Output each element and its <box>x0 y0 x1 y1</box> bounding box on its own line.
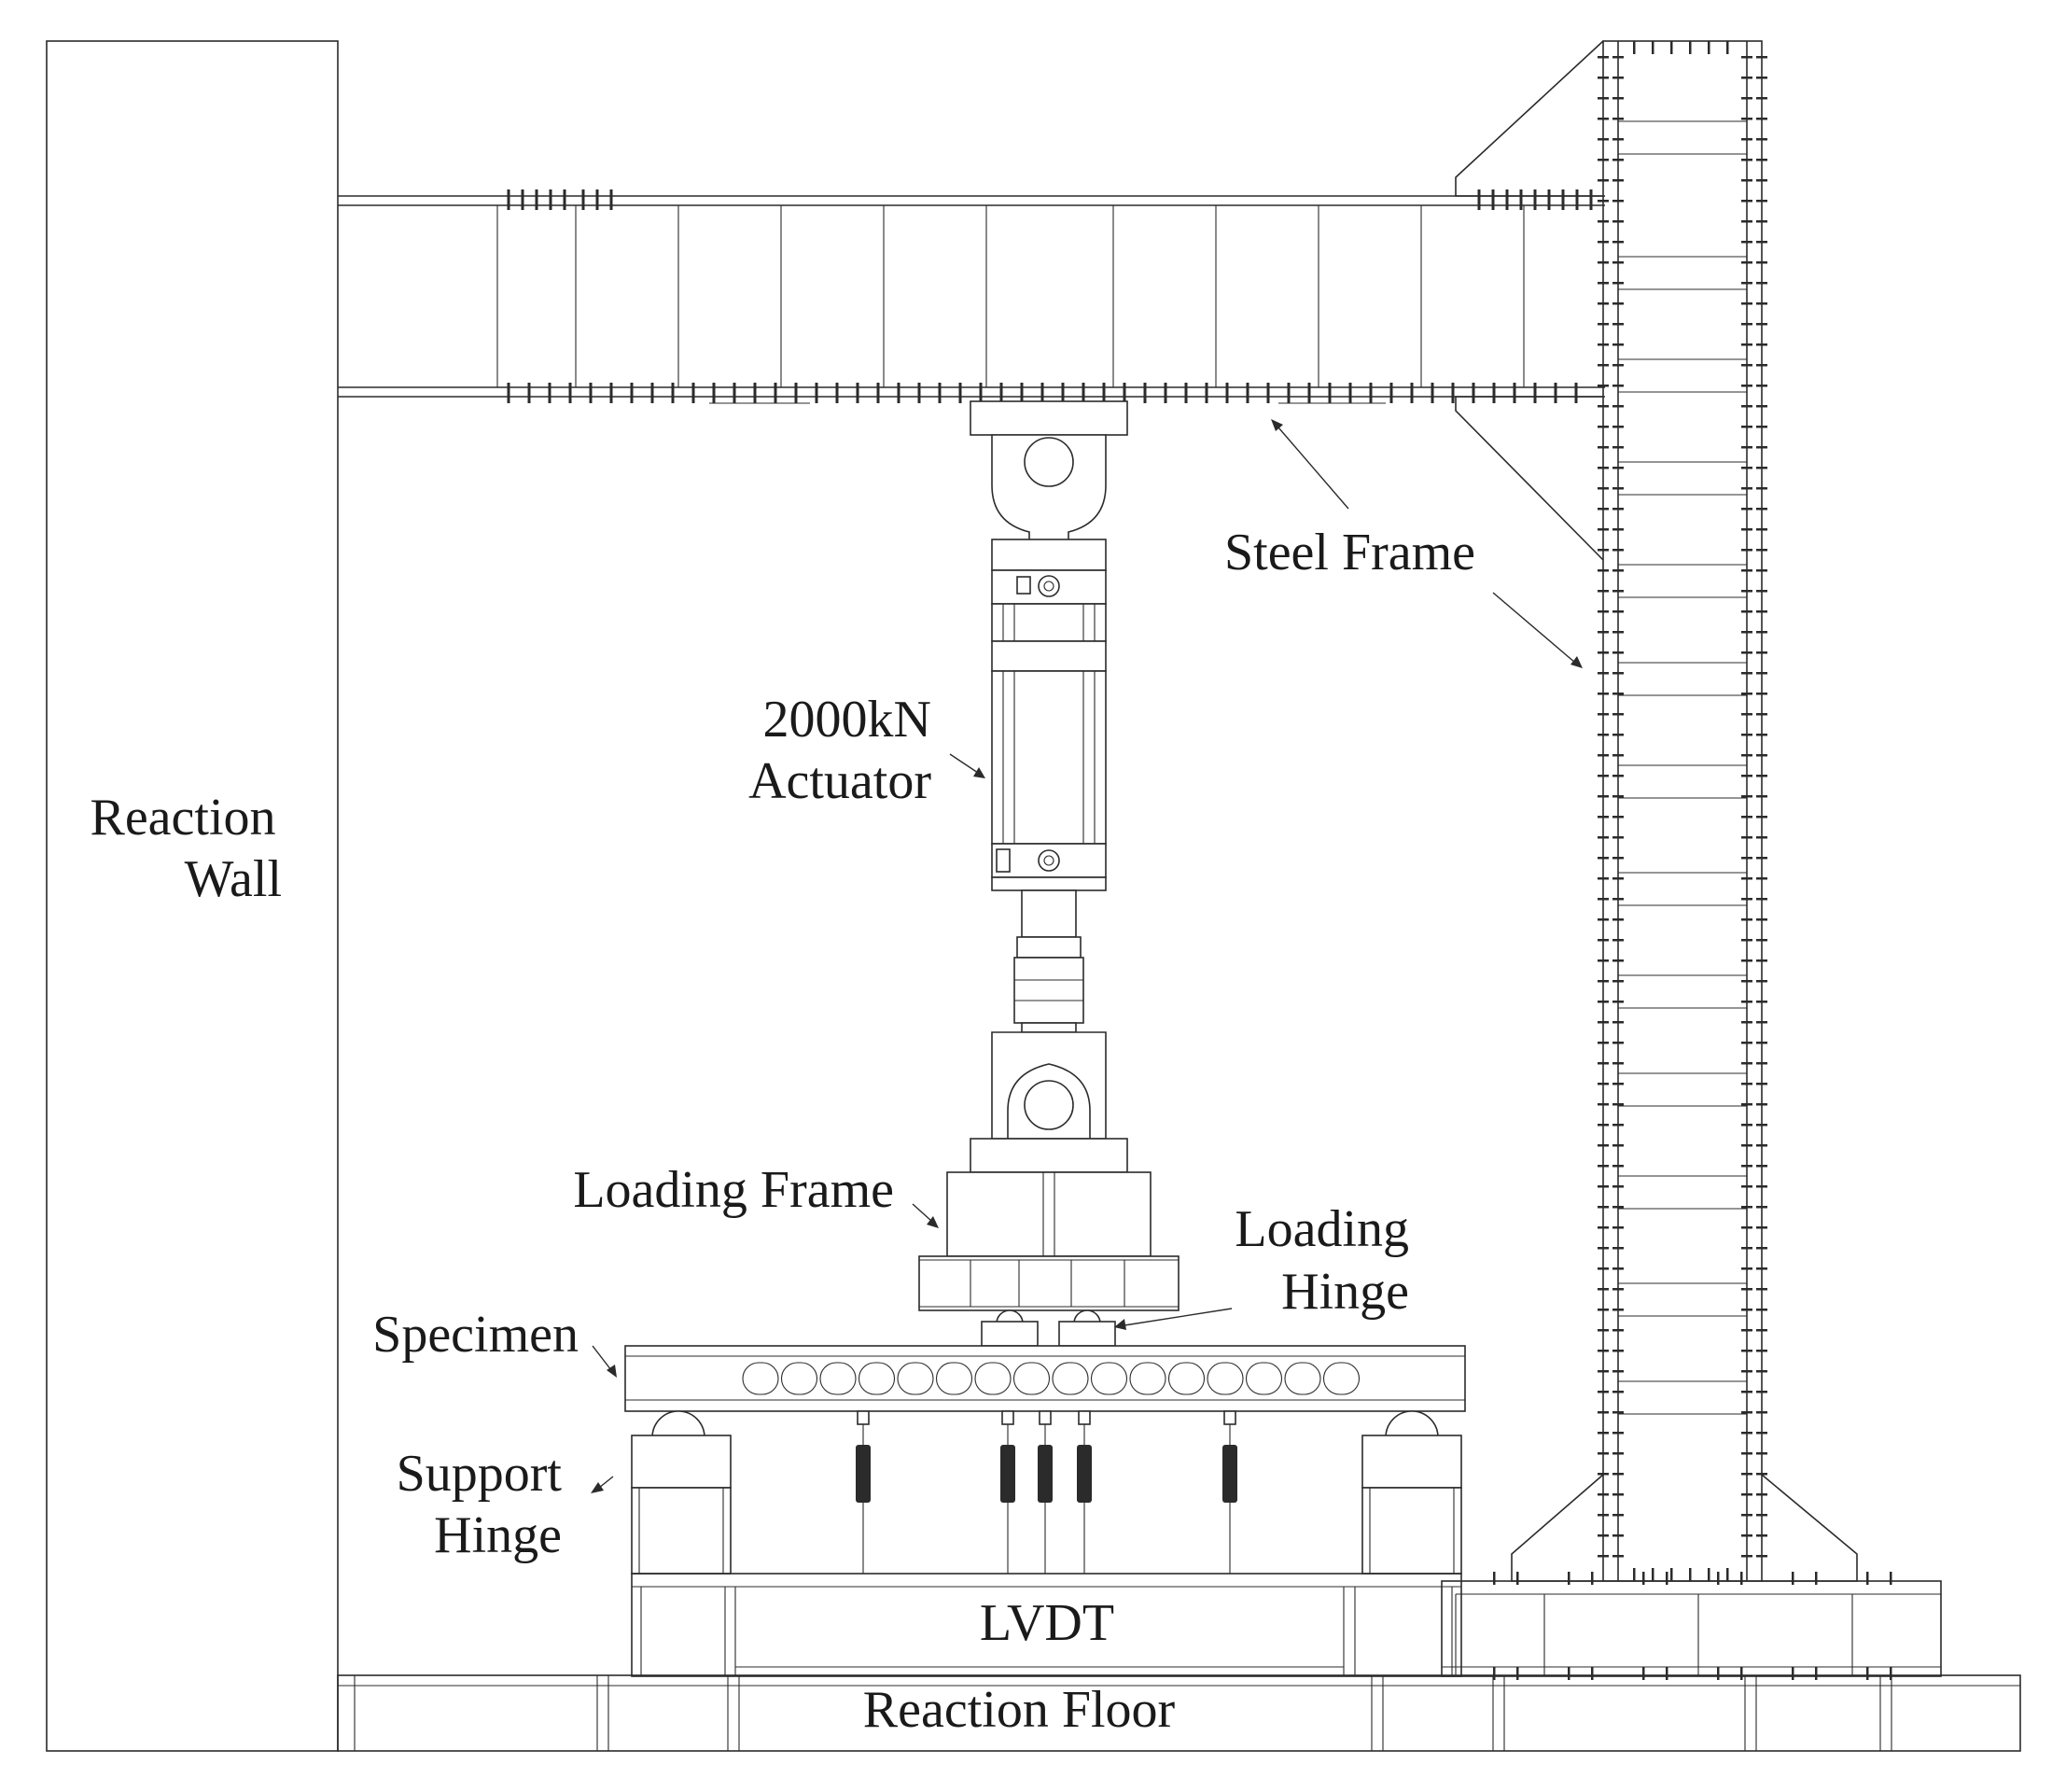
loading-hinge-label-line1: Loading <box>1235 1200 1409 1258</box>
specimen-label: Specimen <box>372 1306 579 1364</box>
reaction-floor-label: Reaction Floor <box>863 1681 1176 1739</box>
reaction-wall-label-line2: Wall <box>185 850 282 908</box>
reaction-wall <box>46 40 339 1752</box>
steel-frame-label: Steel Frame <box>1224 524 1475 581</box>
support-base <box>631 1573 1462 1677</box>
steel-frame-beam <box>338 189 1605 404</box>
loading-frame <box>918 1171 1180 1311</box>
reaction-floor <box>337 1674 2021 1752</box>
support-hinge-label-line1: Support <box>397 1445 563 1503</box>
reaction-wall-label-line1: Reaction <box>90 789 275 847</box>
lvdt-label: LVDT <box>980 1594 1114 1652</box>
support-hinge-label-line2: Hinge <box>434 1506 562 1564</box>
loading-hinge-label-line2: Hinge <box>1281 1263 1409 1321</box>
loading-hinges <box>981 1309 1116 1347</box>
loading-frame-label: Loading Frame <box>573 1161 894 1219</box>
specimen <box>624 1345 1466 1412</box>
steel-frame-column <box>1441 40 1942 1680</box>
actuator-label-line1: 2000kN <box>763 691 931 749</box>
leader-arrows <box>591 419 1583 1493</box>
support-hinges <box>631 1410 1462 1575</box>
actuator-label-line2: Actuator <box>748 752 931 810</box>
actuator <box>970 400 1128 1173</box>
lvdt-sensors <box>856 1410 1237 1574</box>
